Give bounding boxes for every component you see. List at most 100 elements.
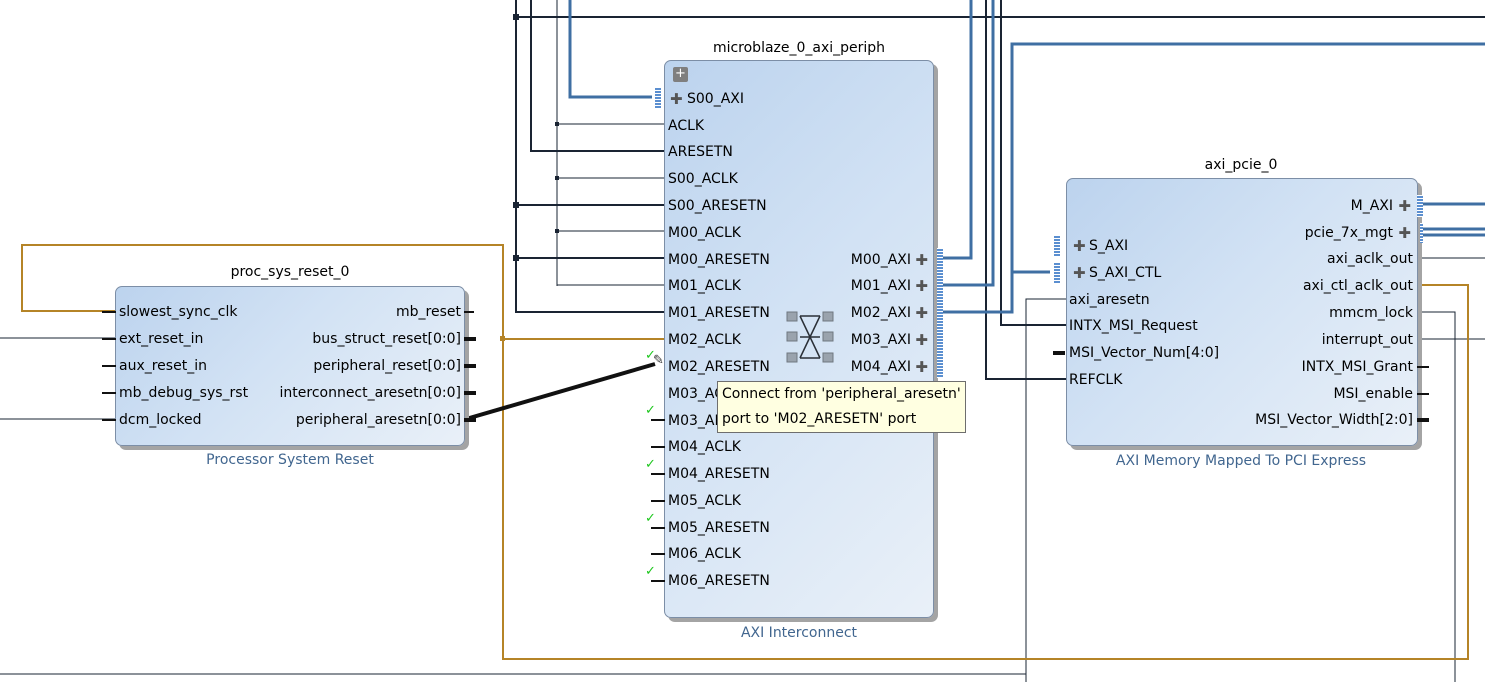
- wire-drag-connection: [465, 362, 656, 421]
- wire-refclk: [985, 0, 1067, 380]
- plus-cross-icon: ✚: [915, 358, 928, 376]
- port-m02-axi[interactable]: M02_AXI: [850, 305, 911, 321]
- tooltip-line-2: port to 'M02_ARESETN' port: [722, 411, 917, 427]
- s-axi-bus-connector[interactable]: [1054, 235, 1060, 257]
- interconnect-block-subtitle: AXI Interconnect: [740, 625, 858, 641]
- reset-port-pins-right: [464, 311, 476, 422]
- port-s-axi-ctl[interactable]: S_AXI_CTL: [1089, 265, 1162, 281]
- axi-pcie-block[interactable]: ✚ ✚ S_AXI S_AXI_CTL axi_aresetn INTX_MSI…: [1053, 178, 1429, 446]
- port-m-axi[interactable]: M_AXI: [1350, 198, 1393, 214]
- port-mb-debug-sys-rst[interactable]: mb_debug_sys_rst: [119, 385, 249, 401]
- port-m05-aclk[interactable]: M05_ACLK: [668, 493, 741, 509]
- pencil-cursor-icon: ✎: [653, 353, 664, 368]
- plus-cross-icon: ✚: [915, 277, 928, 295]
- plus-cross-icon: ✚: [1073, 237, 1086, 255]
- port-m03-axi[interactable]: M03_AXI: [850, 332, 911, 348]
- port-m01-aresetn[interactable]: M01_ARESETN: [668, 305, 770, 321]
- port-m01-axi[interactable]: M01_AXI: [850, 278, 911, 294]
- wire-aresetn: [530, 0, 664, 152]
- port-axi-aclk-out[interactable]: axi_aclk_out: [1327, 251, 1413, 267]
- wire-intx-request: [1000, 0, 1067, 326]
- port-m00-aresetn[interactable]: M00_ARESETN: [668, 252, 770, 268]
- port-dcm-locked[interactable]: dcm_locked: [119, 412, 202, 428]
- interconnect-port-pins-left: [651, 419, 665, 582]
- port-m04-aclk[interactable]: M04_ACLK: [668, 439, 741, 455]
- port-ext-reset-in[interactable]: ext_reset_in: [119, 331, 204, 347]
- port-m06-aclk[interactable]: M06_ACLK: [668, 546, 741, 562]
- axi-interconnect-block[interactable]: + ✚ S00_AXI ACLK ARESETN S00_ACLK S00_AR…: [645, 60, 943, 618]
- master-bus-connector[interactable]: [937, 248, 943, 378]
- wire-m01-aresetn: [515, 205, 664, 313]
- pcie-mgt-bus-connector[interactable]: [1420, 223, 1423, 243]
- checkmark-icon: ✓: [645, 403, 656, 418]
- proc-sys-reset-block[interactable]: slowest_sync_clk ext_reset_in aux_reset_…: [102, 286, 476, 446]
- port-interconnect-aresetn[interactable]: interconnect_aresetn[0:0]: [279, 385, 462, 401]
- checkmark-icon: ✓: [645, 348, 656, 363]
- plus-cross-icon: ✚: [670, 90, 683, 108]
- port-peripheral-aresetn[interactable]: peripheral_aresetn[0:0]: [295, 412, 461, 428]
- port-aclk[interactable]: ACLK: [668, 118, 705, 134]
- plus-cross-icon: ✚: [1398, 224, 1411, 242]
- port-aux-reset-in[interactable]: aux_reset_in: [119, 358, 207, 374]
- port-mb-reset[interactable]: mb_reset: [396, 304, 461, 320]
- wire-m02-axi-ctl: [1010, 270, 1050, 286]
- port-s00-axi[interactable]: S00_AXI: [687, 91, 744, 107]
- connection-tooltip: Connect from 'peripheral_aresetn' port t…: [717, 381, 966, 433]
- plus-cross-icon: ✚: [1398, 197, 1411, 215]
- port-interrupt-out[interactable]: interrupt_out: [1321, 332, 1413, 348]
- port-msi-enable[interactable]: MSI_enable: [1333, 386, 1413, 402]
- port-s00-aclk[interactable]: S00_ACLK: [668, 171, 738, 187]
- reset-block-title: proc_sys_reset_0: [230, 264, 350, 280]
- wire-mmcm-lock: [1418, 311, 1456, 682]
- port-slowest-sync-clk[interactable]: slowest_sync_clk: [119, 304, 238, 320]
- port-m04-aresetn[interactable]: M04_ARESETN: [668, 466, 770, 482]
- pcie-block-subtitle: AXI Memory Mapped To PCI Express: [1115, 453, 1367, 469]
- plus-cross-icon: ✚: [915, 331, 928, 349]
- reset-block-subtitle: Processor System Reset: [206, 452, 374, 468]
- port-peripheral-reset[interactable]: peripheral_reset[0:0]: [313, 358, 461, 374]
- pcie-port-pins-right: [1417, 366, 1429, 422]
- wire-axi-aresetn: [1025, 298, 1067, 682]
- port-mmcm-lock[interactable]: mmcm_lock: [1329, 305, 1413, 321]
- port-refclk[interactable]: REFCLK: [1069, 372, 1123, 388]
- wire-s00-axi: [568, 0, 652, 99]
- port-m02-aresetn[interactable]: M02_ARESETN: [668, 359, 770, 375]
- port-bus-struct-reset[interactable]: bus_struct_reset[0:0]: [312, 331, 461, 347]
- pcie-block-title: axi_pcie_0: [1204, 157, 1278, 173]
- s00-axi-bus-connector[interactable]: [655, 87, 661, 109]
- pcie-port-pins-left: [1053, 351, 1065, 355]
- port-msi-vector-num[interactable]: MSI_Vector_Num[4:0]: [1069, 345, 1220, 361]
- crossbar-icon: [786, 311, 834, 363]
- port-intx-msi-grant[interactable]: INTX_MSI_Grant: [1301, 359, 1413, 375]
- port-m01-aclk[interactable]: M01_ACLK: [668, 278, 741, 294]
- expand-button[interactable]: +: [673, 67, 688, 82]
- port-s-axi[interactable]: S_AXI: [1089, 238, 1129, 254]
- port-m00-aclk[interactable]: M00_ACLK: [668, 225, 741, 241]
- tooltip-line-1: Connect from 'peripheral_aresetn': [722, 386, 961, 402]
- checkmark-icon: ✓: [645, 457, 656, 472]
- wire-m00-axi: [940, 0, 973, 260]
- port-m00-axi[interactable]: M00_AXI: [850, 252, 911, 268]
- plus-cross-icon: ✚: [1073, 264, 1086, 282]
- port-aresetn[interactable]: ARESETN: [668, 144, 733, 160]
- wire-m02-axi-s-axi: [940, 42, 1485, 314]
- s-axi-ctl-bus-connector[interactable]: [1054, 262, 1060, 284]
- port-s00-aresetn[interactable]: S00_ARESETN: [668, 198, 767, 214]
- wire-s00-aresetn: [515, 0, 664, 206]
- port-axi-aresetn[interactable]: axi_aresetn: [1069, 292, 1150, 308]
- port-msi-vector-width[interactable]: MSI_Vector_Width[2:0]: [1255, 412, 1413, 428]
- plus-cross-icon: ✚: [915, 304, 928, 322]
- reset-port-pins-left: [102, 311, 116, 421]
- port-intx-msi-request[interactable]: INTX_MSI_Request: [1069, 318, 1198, 334]
- m-axi-bus-connector[interactable]: [1417, 195, 1423, 217]
- port-axi-ctl-aclk-out[interactable]: axi_ctl_aclk_out: [1302, 278, 1413, 294]
- interconnect-block-title: microblaze_0_axi_periph: [712, 40, 886, 56]
- port-m06-aresetn[interactable]: M06_ARESETN: [668, 573, 770, 589]
- port-pcie-7x-mgt[interactable]: pcie_7x_mgt: [1304, 225, 1393, 241]
- port-m05-aresetn[interactable]: M05_ARESETN: [668, 520, 770, 536]
- wire-slowest-sync-clk: [21, 244, 1469, 660]
- port-m04-axi[interactable]: M04_AXI: [850, 359, 911, 375]
- port-m02-aclk[interactable]: M02_ACLK: [668, 332, 741, 348]
- wire-m01-axi: [940, 0, 995, 287]
